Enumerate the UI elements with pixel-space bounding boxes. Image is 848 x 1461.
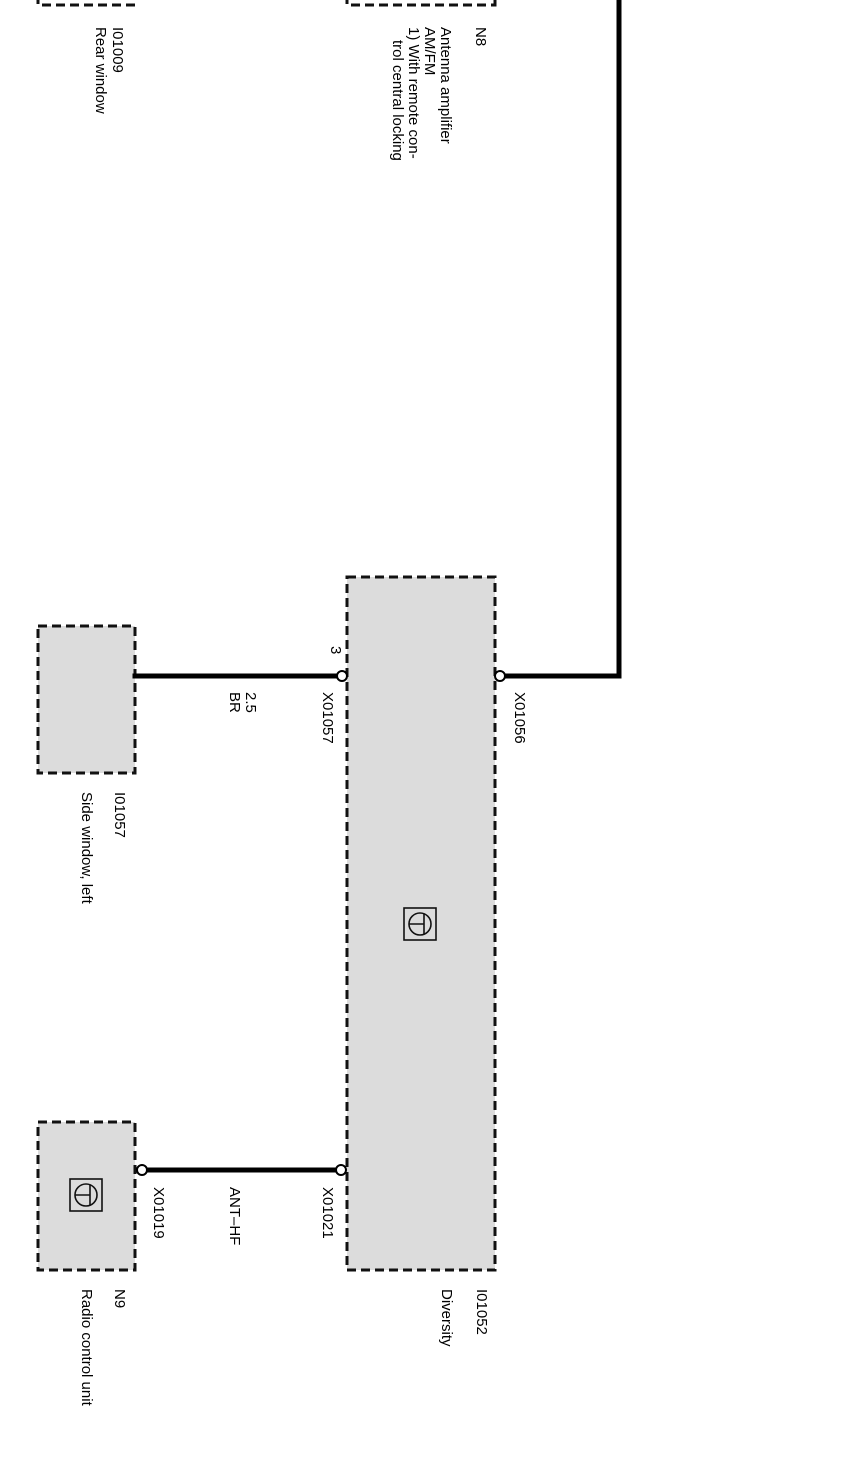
pin-x01019 (136, 1164, 148, 1176)
wire-gauge-label: 2.5 (242, 692, 259, 713)
rear-window-box (36, 0, 137, 7)
connector-x01056-label: X01056 (511, 692, 528, 744)
antenna-amplifier-line3: 1) With remote con- (405, 27, 422, 159)
radio-antenna-module-icon (69, 1178, 103, 1212)
rear-window-name: Rear window (92, 27, 109, 114)
side-window-box (36, 624, 137, 775)
diversity-name: Diversity (438, 1289, 455, 1347)
wire-color-label: BR (226, 692, 243, 713)
antenna-amplifier-box (345, 0, 497, 7)
antenna-amplifier-id: N8 (472, 27, 489, 46)
connector-x01057-pin: 3 (327, 646, 344, 654)
rear-window-id: I01009 (109, 27, 126, 73)
pin-x01057 (336, 670, 348, 682)
diversity-antenna-module-icon (403, 907, 437, 941)
antenna-feed-wire (497, 0, 622, 679)
antenna-amplifier-line4: trol central locking (389, 40, 406, 161)
radio-wire-label: ANT–HF (226, 1187, 243, 1245)
side-window-id: I01057 (111, 792, 128, 838)
diversity-id: I01052 (473, 1289, 490, 1335)
radio-unit-box (36, 1120, 137, 1272)
connector-x01021-label: X01021 (319, 1187, 336, 1239)
connector-x01019-label: X01019 (150, 1187, 167, 1239)
antenna-amplifier-line1: Antenna amplifier (437, 27, 454, 144)
antenna-amplifier-line2: AM/FM (421, 27, 438, 75)
radio-unit-name: Radio control unit (78, 1289, 95, 1407)
pin-x01056 (494, 670, 506, 682)
side-window-name: Side window, left (78, 792, 95, 905)
pin-x01021 (335, 1164, 347, 1176)
radio-unit-id: N9 (111, 1289, 128, 1308)
connector-x01057-label: X01057 (319, 692, 336, 744)
